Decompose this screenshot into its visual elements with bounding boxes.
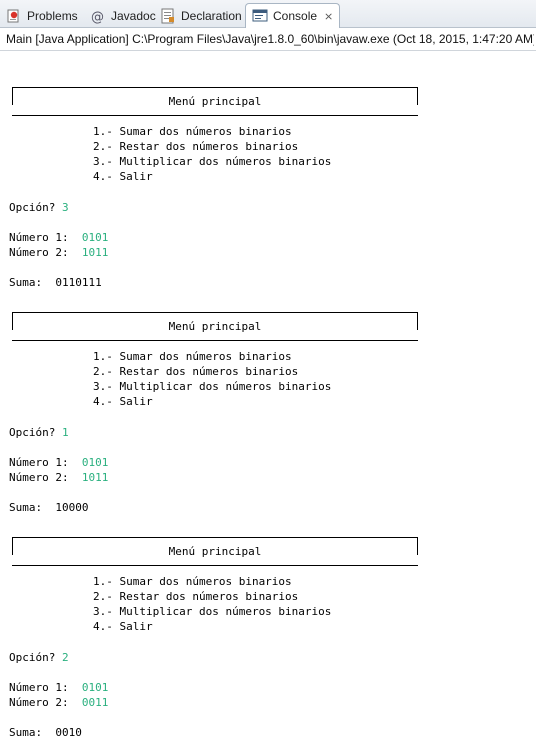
tab-label: Javadoc bbox=[111, 8, 156, 23]
menu-option: 1.- Sumar dos números binarios bbox=[93, 575, 292, 588]
menu-option: 1.- Sumar dos números binarios bbox=[93, 125, 292, 138]
console-icon bbox=[252, 8, 268, 24]
menu-option: 3.- Multiplicar dos números binarios bbox=[93, 155, 332, 168]
tab-console[interactable]: Console ⨯ bbox=[245, 3, 341, 28]
menu-option: 4.- Salir bbox=[93, 170, 153, 183]
option-prompt: Opción? 1 bbox=[9, 426, 69, 439]
menu-title: Menú principal bbox=[168, 95, 262, 108]
menu-option: 2.- Restar dos números binarios bbox=[93, 590, 299, 603]
menu-box-left bbox=[12, 87, 13, 105]
menu-option: 3.- Multiplicar dos números binarios bbox=[93, 605, 332, 618]
menu-box-left bbox=[12, 312, 13, 330]
menu-box-right bbox=[417, 312, 418, 330]
menu-option: 3.- Multiplicar dos números binarios bbox=[93, 380, 332, 393]
user-input: 1011 bbox=[81, 471, 109, 484]
number-2-line: Número 2: 1011 bbox=[9, 246, 109, 259]
menu-box-top bbox=[12, 87, 418, 92]
number-1-line: Número 1: 0101 bbox=[9, 681, 109, 694]
user-input: 1011 bbox=[81, 246, 109, 259]
declaration-icon bbox=[160, 8, 176, 24]
user-input: 2 bbox=[61, 651, 69, 664]
menu-box-bottom bbox=[12, 115, 418, 116]
tab-label: Console bbox=[273, 9, 318, 23]
problems-icon bbox=[6, 8, 22, 24]
user-input: 3 bbox=[61, 201, 69, 214]
tab-declaration[interactable]: Declaration bbox=[160, 3, 242, 28]
menu-option: 4.- Salir bbox=[93, 395, 153, 408]
tab-problems[interactable]: Problems bbox=[6, 3, 78, 28]
close-icon[interactable]: ⨯ bbox=[324, 10, 334, 23]
menu-box-top bbox=[12, 312, 418, 317]
menu-box-bottom bbox=[12, 565, 418, 566]
tab-label: Problems bbox=[27, 8, 78, 23]
user-input: 0101 bbox=[81, 681, 109, 694]
menu-box-right bbox=[417, 537, 418, 555]
menu-box-right bbox=[417, 87, 418, 105]
menu-option: 1.- Sumar dos números binarios bbox=[93, 350, 292, 363]
menu-box-bottom bbox=[12, 340, 418, 341]
at-icon: @ bbox=[90, 8, 106, 25]
svg-text:@: @ bbox=[91, 10, 104, 24]
user-input: 0011 bbox=[81, 696, 109, 709]
number-1-line: Número 1: 0101 bbox=[9, 456, 109, 469]
user-input: 0101 bbox=[81, 456, 109, 469]
result-line: Suma: 0110111 bbox=[9, 276, 102, 289]
number-2-line: Número 2: 1011 bbox=[9, 471, 109, 484]
menu-option: 4.- Salir bbox=[93, 620, 153, 633]
number-2-line: Número 2: 0011 bbox=[9, 696, 109, 709]
menu-option: 2.- Restar dos números binarios bbox=[93, 140, 299, 153]
console-output[interactable]: Menú principal 1.- Sumar dos números bin… bbox=[0, 50, 536, 747]
menu-box-top bbox=[12, 537, 418, 542]
menu-option: 2.- Restar dos números binarios bbox=[93, 365, 299, 378]
user-input: 0101 bbox=[81, 231, 109, 244]
option-prompt: Opción? 2 bbox=[9, 651, 69, 664]
result-line: Suma: 10000 bbox=[9, 501, 89, 514]
tab-javadoc[interactable]: @ Javadoc bbox=[90, 3, 156, 28]
menu-box-left bbox=[12, 537, 13, 555]
user-input: 1 bbox=[61, 426, 69, 439]
view-tab-bar: Problems @ Javadoc Declaration Console ⨯ bbox=[0, 0, 536, 28]
result-line: Suma: 0010 bbox=[9, 726, 82, 739]
menu-title: Menú principal bbox=[168, 320, 262, 333]
console-description: Main [Java Application] C:\Program Files… bbox=[6, 32, 534, 46]
menu-title: Menú principal bbox=[168, 545, 262, 558]
tab-label: Declaration bbox=[181, 8, 242, 23]
option-prompt: Opción? 3 bbox=[9, 201, 69, 214]
number-1-line: Número 1: 0101 bbox=[9, 231, 109, 244]
